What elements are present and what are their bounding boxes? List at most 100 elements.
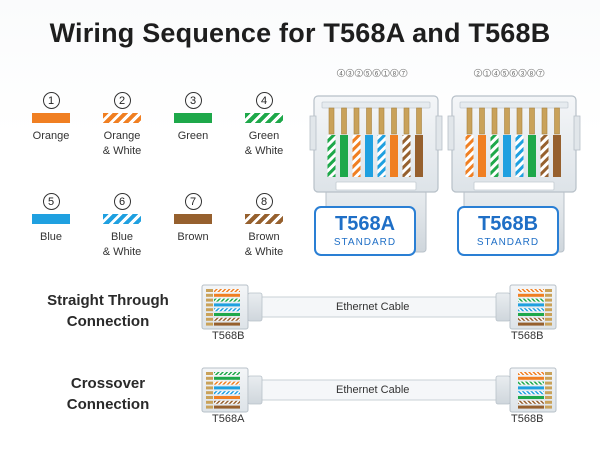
small-wire [518,405,544,409]
wire-strand [352,135,361,177]
small-pin [206,386,213,390]
pin-order-number: 2 [357,71,361,77]
small-pin [545,405,552,409]
legend-item: 6 Blue & White [82,193,162,260]
small-connector [495,284,557,330]
small-wire [518,317,544,321]
small-wire [214,289,240,292]
gold-pin [554,107,560,135]
small-wire [214,400,240,404]
pin-number: 8 [255,193,273,210]
small-wire [518,313,544,316]
wire-strand [377,135,386,177]
small-pin [206,376,213,380]
pin-order-circle [381,68,390,78]
pin-order-circle [500,68,509,78]
pin-order-number: 6 [375,71,379,77]
wire-strand [515,135,524,177]
legend-item: 4 Green & White [224,92,304,159]
pin-number: 3 [184,92,202,109]
gold-pin [416,107,422,135]
pin-order-circle [473,68,483,78]
small-wire [214,376,240,380]
small-pin [545,376,552,380]
wire-label: Green [248,130,280,142]
gold-pin [516,107,523,135]
wire-label: Blue [39,231,63,243]
wire-swatch [174,214,212,224]
pin-order-number: 3 [521,71,525,77]
crossover-label: Crossover Connection [23,373,193,415]
gold-pin [328,107,335,135]
pin-order-circle [345,68,355,78]
gold-pin [466,107,473,135]
small-pin [206,400,213,404]
wire-strand [528,135,536,177]
pin-order-number: 1 [485,71,489,77]
wire-label-line2: & White [244,246,284,258]
standard-sub: STANDARD [476,237,540,248]
small-wire [518,308,544,312]
wire-swatch [174,113,212,123]
small-pin [545,308,552,312]
small-wire [518,289,544,292]
pin-number: 1 [42,92,60,109]
small-wire [518,298,544,302]
wire-label-line2: & White [102,145,142,157]
small-wire [214,405,240,409]
wire-strand [465,135,474,177]
gold-pin [366,107,372,135]
pin-order-number: 5 [366,71,370,77]
pin-order-circle [527,68,536,78]
page-title: Wiring Sequence for T568A and T568B [49,18,551,48]
small-pin [545,322,552,326]
standard-sub: STANDARD [333,237,397,248]
small-pin [545,303,552,307]
small-pin [206,289,213,292]
left-connector-label: T568A [212,413,245,425]
pin-order-number: 4 [494,71,498,77]
right-connector-label: T568B [511,413,544,425]
pin-order-number: 5 [503,71,507,77]
wire-strand [490,135,499,177]
wire-swatch [32,214,70,224]
cable-caption: Ethernet Cable [336,301,410,313]
gold-pin [529,107,535,135]
small-pin [545,293,552,297]
small-pin [545,381,552,385]
pin-number: 2 [113,92,131,109]
pin-order-circle [336,68,346,78]
small-pin [206,391,213,395]
small-wire [518,400,544,404]
small-pin [206,372,213,375]
pin-order-number: 1 [384,71,388,77]
wire-label: Brown [177,231,209,243]
gold-pin [403,107,410,135]
pin-order-number: 3 [348,71,352,77]
pin-number: 5 [42,193,60,210]
small-connector [201,284,263,330]
legend-item: 5 Blue [11,193,91,245]
small-wire [214,322,240,326]
small-pin [545,289,552,292]
pin-order-number: 8 [530,71,534,77]
small-pin [545,317,552,321]
small-wire [518,303,544,307]
pin-order-number: 4 [339,71,343,77]
wire-strand [340,135,348,177]
legend-item: 2 Orange & White [82,92,162,159]
pin-order-number: 7 [402,71,406,77]
pin-order-circle [399,68,408,78]
small-pin [545,298,552,302]
pin-order-number: 2 [476,71,480,77]
small-pin [545,372,552,375]
small-pin [545,400,552,404]
pin-order-circle [363,68,372,78]
pin-order-circle [482,68,492,78]
small-wire [214,298,240,302]
wire-label-line2: & White [244,145,284,157]
wire-swatch [245,113,283,123]
wire-strand [415,135,423,177]
